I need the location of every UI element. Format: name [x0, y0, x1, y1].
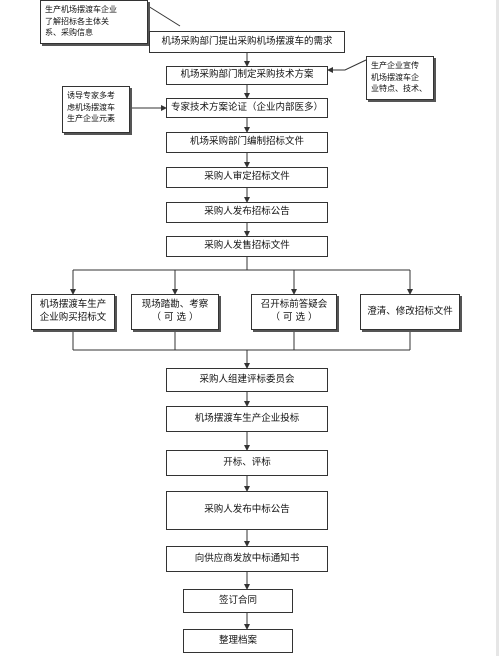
- step-sign-contract: 签订合同: [183, 589, 293, 613]
- branch-qa-meeting: 召开标前答疑会 （ 可 选 ）: [251, 294, 337, 330]
- branch-clarify-docs: 澄清、修改招标文件: [360, 294, 460, 330]
- step-approve-tender: 采购人审定招标文件: [166, 167, 328, 188]
- note-supplier-relation: 生产机场摆渡车企业 了解招标各主体关 系、采购信息: [40, 0, 148, 44]
- step-announce-winner: 采购人发布中标公告: [166, 491, 328, 530]
- branch-site-visit: 现场踏勘、考察 （ 可 选 ）: [131, 294, 219, 330]
- step-submit-bid: 机场摆渡车生产企业投标: [166, 406, 328, 432]
- note-promotion: 生产企业宣传 机场摆渡车企 业特点、技术、: [366, 56, 434, 100]
- step-publish-notice: 采购人发布招标公告: [166, 202, 328, 223]
- page-edge: [496, 0, 499, 656]
- step-expert-review: 专家技术方案论证（企业内部医多）: [166, 98, 328, 118]
- step-tech-plan: 机场采购部门制定采购技术方案: [166, 66, 328, 85]
- step-issue-notice: 向供应商发放中标通知书: [166, 546, 328, 572]
- step-archive: 整理档案: [183, 629, 293, 653]
- step-open-evaluate: 开标、评标: [166, 450, 328, 476]
- step-form-committee: 采购人组建评标委员会: [166, 368, 328, 392]
- step-propose-demand: 机场采购部门提出采购机场摆渡车的需求: [149, 31, 345, 53]
- branch-buy-tender-docs: 机场摆渡车生产 企业购买招标文: [31, 294, 115, 330]
- note-experts: 诱导专家多考 虑机场摆渡车 生产企业元素: [62, 86, 130, 133]
- step-compile-tender: 机场采购部门编制招标文件: [166, 132, 328, 153]
- step-sell-tender: 采购人发售招标文件: [166, 236, 328, 257]
